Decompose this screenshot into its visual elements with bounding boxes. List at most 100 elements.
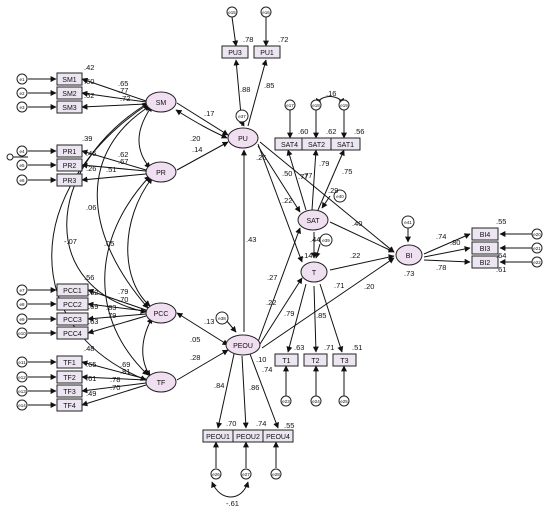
error-e11: [16, 356, 28, 368]
error-e16: [260, 6, 272, 18]
latent-label-pcc: PCC: [154, 311, 169, 318]
coef-r-tf3: .61: [86, 374, 96, 383]
coef-r-t2: .71: [324, 343, 334, 352]
label-sat1: SAT1: [337, 142, 354, 149]
error-marker: [6, 153, 14, 161]
coef-sat1: .75: [342, 167, 352, 176]
coef-r-tf2: .65: [86, 360, 96, 369]
coef-pr1: .62: [118, 150, 128, 159]
indicator-labels: SM1 SM2 SM3 PR1 PR2 PR3 PCC1 PCC2 PCC3 P…: [62, 50, 490, 441]
error-e23: [280, 395, 292, 407]
error-e7: [16, 284, 28, 296]
coef-pcc4: .79: [106, 311, 116, 320]
coef-pcc2: .70: [118, 295, 128, 304]
coef-t-bi: .22: [350, 251, 360, 260]
error-label-e6: e6: [19, 178, 25, 183]
left-loading-arrows: [81, 77, 147, 407]
error-e40: [333, 189, 347, 203]
coef-r-tf4: .49: [86, 389, 96, 398]
coef-pcc1: .79: [118, 287, 128, 296]
error-e8: [16, 298, 28, 310]
label-t1: T1: [282, 358, 290, 365]
latent-label-pu: PU: [238, 136, 248, 143]
coef-r2-peou: .10: [256, 355, 266, 364]
error-label-e41: e41: [404, 220, 412, 225]
error-label-e5: e5: [19, 163, 25, 168]
error-e38: [215, 311, 229, 325]
latent-label-tf: TF: [157, 380, 166, 387]
coef-r-bi3: .64: [496, 251, 506, 260]
coefficient-labels: .65 .77 .72 .42 .60 .52 .62 .67 .51 .39 …: [64, 35, 506, 508]
error-e14: [16, 399, 28, 411]
label-pr2: PR2: [63, 163, 77, 170]
indicator-pcc2: [56, 297, 89, 311]
coef-peou-bi: .20: [364, 282, 374, 291]
coef-t2: .85: [316, 311, 326, 320]
coef-tf2: .81: [120, 367, 130, 376]
coef-bi4: .74: [436, 232, 446, 241]
error-label-e19: e19: [340, 103, 348, 108]
error-e13: [16, 385, 28, 397]
label-tf4: TF4: [63, 403, 76, 410]
error-label-e40: e40: [336, 194, 344, 199]
label-bi3: BI3: [480, 246, 491, 253]
label-t3: T3: [340, 358, 348, 365]
indicator-boxes: [56, 45, 499, 443]
indicator-pu1: [253, 45, 281, 59]
coef-r-bi4: .55: [496, 217, 506, 226]
indicator-t3: [332, 353, 357, 367]
indicator-pcc4: [56, 326, 89, 340]
error-e28: [270, 468, 282, 480]
coef-peou2: .86: [249, 383, 259, 392]
indicator-peou4: [262, 429, 294, 443]
error-label-e7: e7: [19, 288, 25, 293]
label-pcc4: PCC4: [63, 331, 82, 338]
error-label-e22: e22: [533, 260, 541, 265]
error-label-e15: e15: [228, 10, 236, 15]
error-e3: [16, 101, 28, 113]
error-label-e27: e27: [242, 472, 250, 477]
indicator-bi3: [471, 241, 499, 255]
coef-t1: .79: [284, 309, 294, 318]
error-label-e20: e20: [533, 232, 541, 237]
coef-peou1: .84: [214, 381, 224, 390]
label-pcc2: PCC2: [63, 302, 82, 309]
coef-r-tf1: .48: [84, 344, 94, 353]
coef-pu-t: .22: [282, 196, 292, 205]
error-e5: [16, 159, 28, 171]
coef-r-peou1: .70: [226, 419, 236, 428]
latent-t: [300, 261, 328, 283]
error-e27: [240, 468, 252, 480]
error-e10: [16, 327, 28, 339]
label-tf3: TF3: [63, 389, 76, 396]
error-label-e13: e13: [18, 389, 26, 394]
error-e22: [531, 256, 543, 268]
coef-sm-pu: .17: [204, 109, 214, 118]
coef-sat2: .79: [319, 159, 329, 168]
label-peou1: PEOU1: [206, 434, 230, 441]
structural-paths: [175, 102, 395, 381]
latent-label-sat: SAT: [306, 218, 320, 225]
error-e41: [401, 215, 415, 229]
label-pr3: PR3: [63, 178, 77, 185]
coef-cov-e-b: .29: [328, 186, 338, 195]
latent-label-t: T: [312, 270, 317, 277]
error-e39: [319, 233, 333, 247]
error-label-e2: e2: [19, 91, 25, 96]
latent-bi: [395, 244, 423, 266]
latent-tf: [145, 371, 177, 393]
error-label-e28: e28: [272, 472, 280, 477]
indicator-sm3: [56, 100, 83, 114]
coef-peou-pu: .43: [246, 235, 256, 244]
coef-peou-sat: .22: [266, 298, 276, 307]
indicator-tf1: [56, 355, 83, 369]
error-label-e17: e17: [286, 103, 294, 108]
coef-pr2: .67: [118, 157, 128, 166]
error-e37: [235, 109, 249, 123]
error-e2: [16, 87, 28, 99]
indicator-pu3: [221, 45, 249, 59]
latent-sm: [145, 91, 177, 113]
label-bi4: BI4: [480, 232, 491, 239]
coef-bi3: .80: [450, 238, 460, 247]
error-label-e1: e1: [19, 77, 25, 82]
